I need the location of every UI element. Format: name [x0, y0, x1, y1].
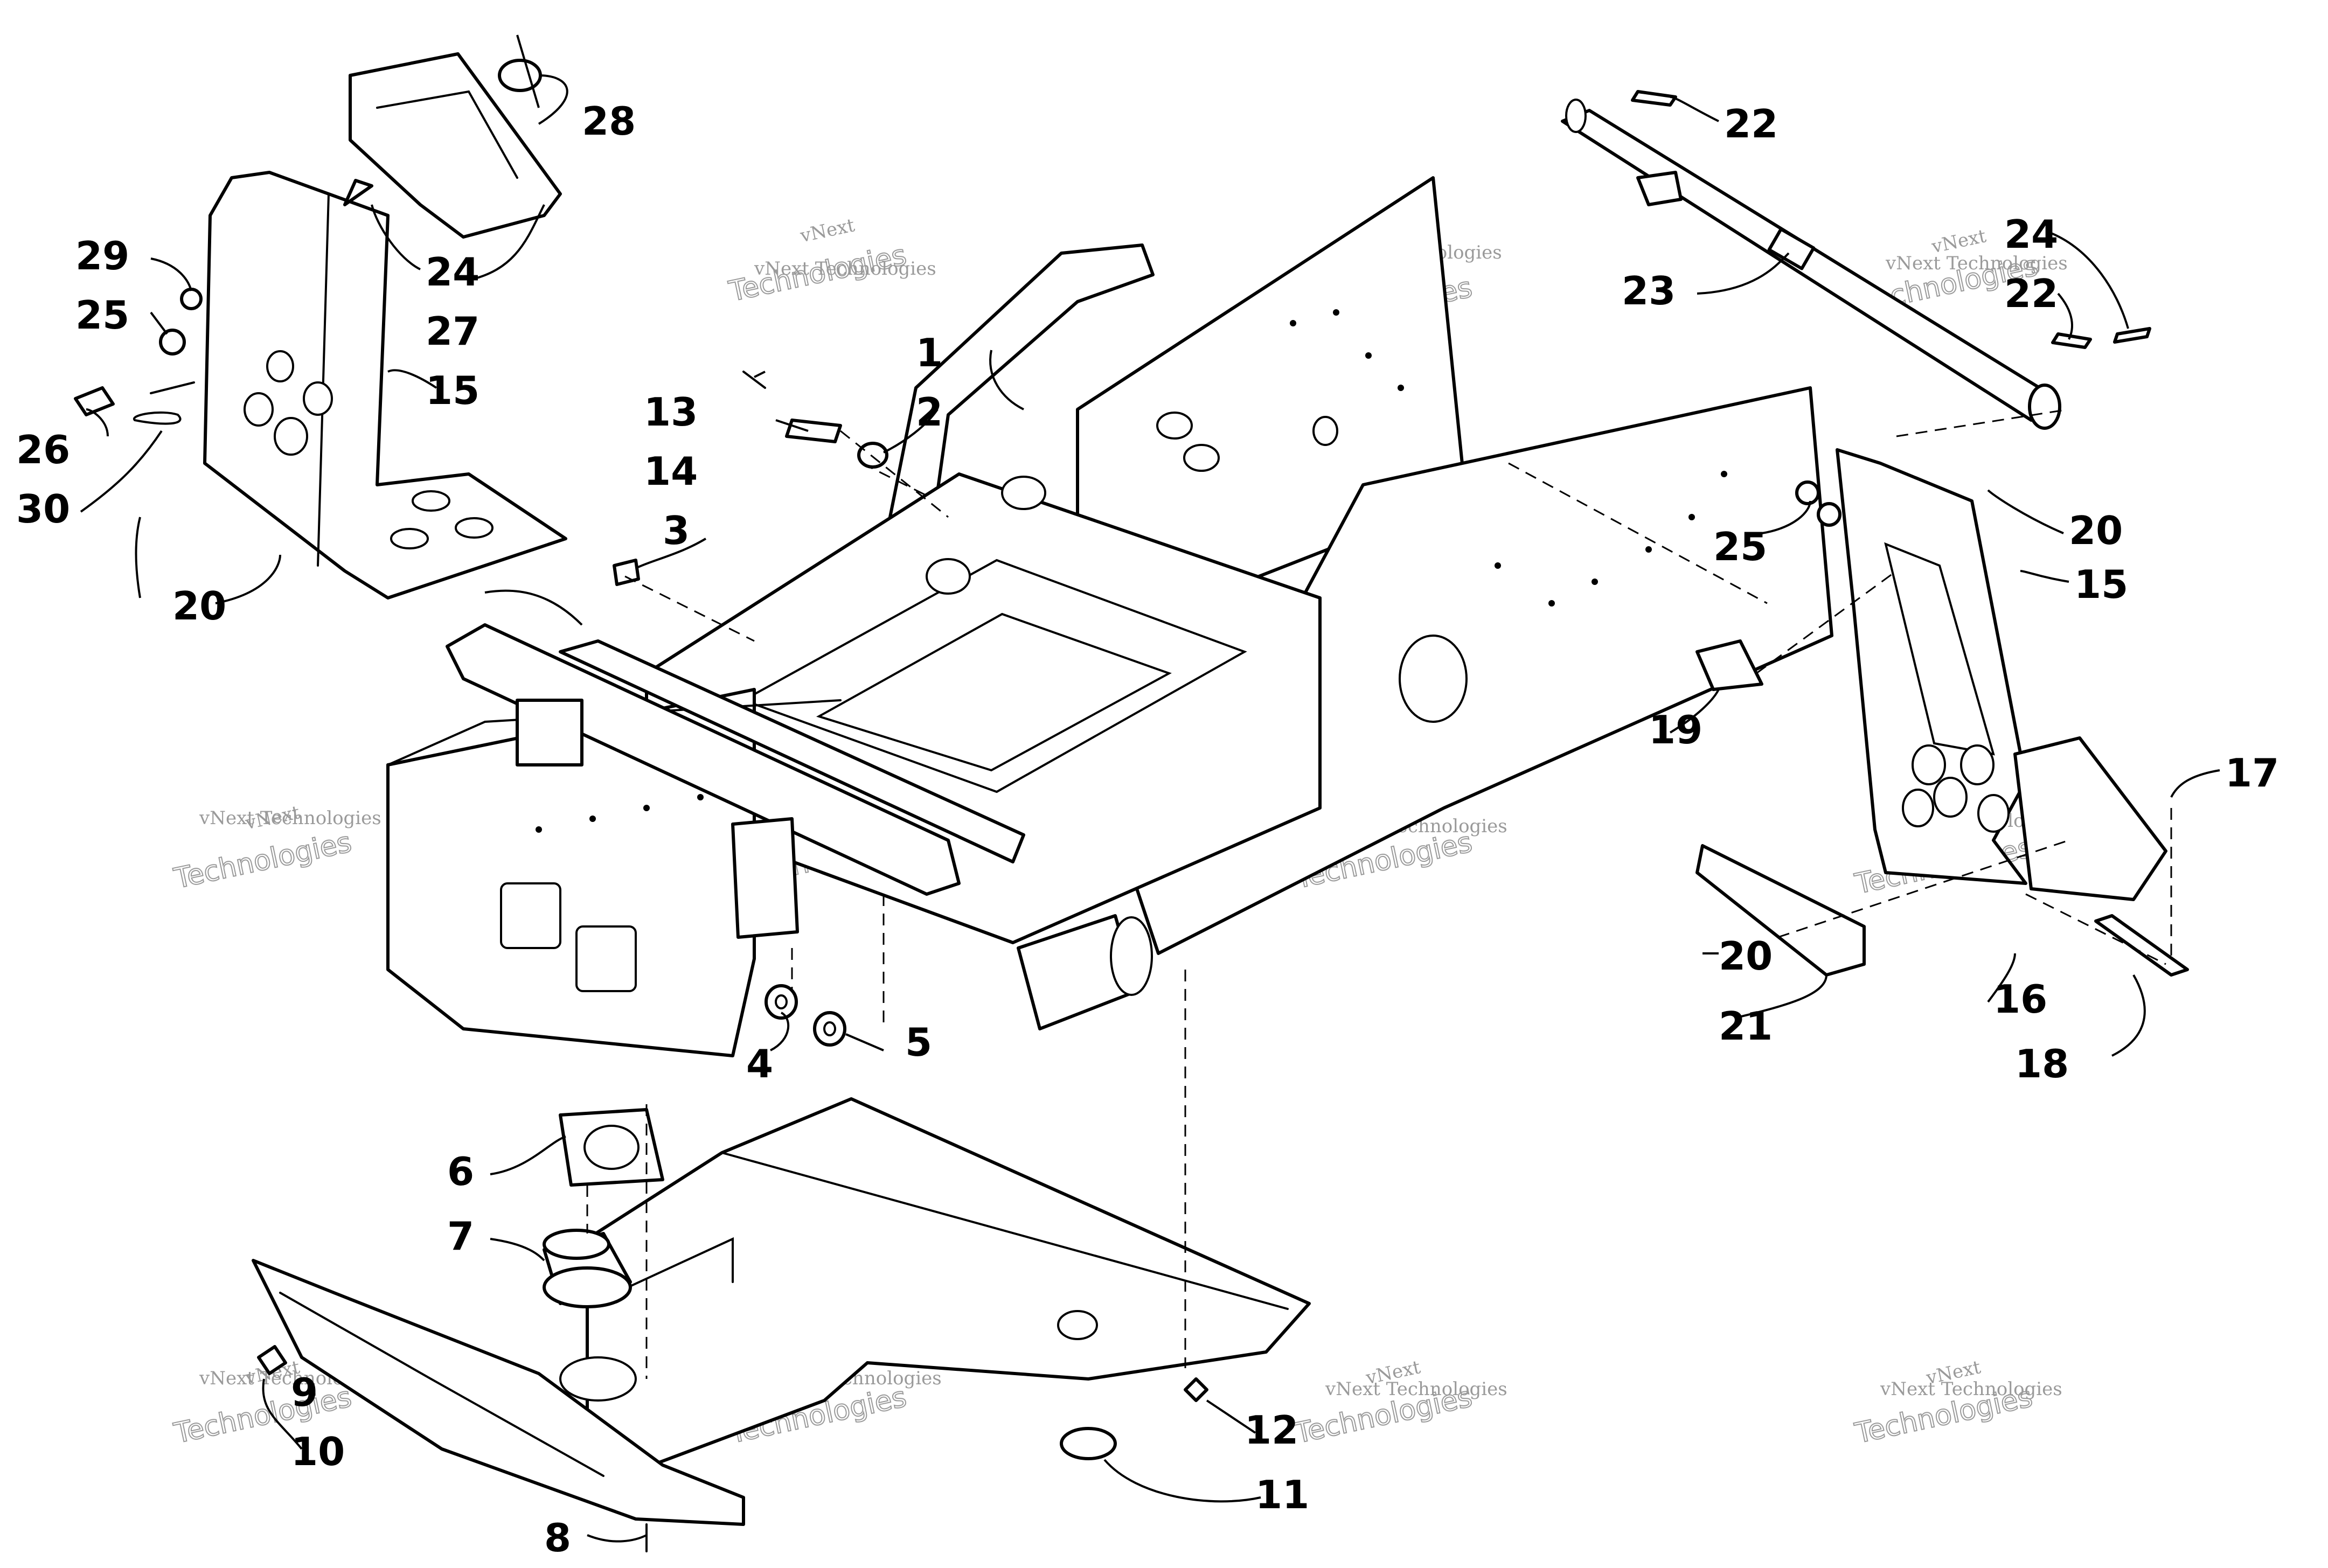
- callout-18: 18: [2015, 1041, 2069, 1086]
- watermark-text: vNext Technologies: [1885, 253, 2068, 274]
- callout-26: 26: [16, 427, 70, 472]
- assembly-lines: [586, 408, 2172, 1379]
- fuel-cap: [498, 59, 542, 92]
- bulkhead-window: [575, 925, 637, 992]
- callout-19: 19: [1649, 707, 1702, 752]
- callout-17: 17: [2225, 750, 2279, 796]
- watermark-text: vNext Technologies: [199, 807, 381, 829]
- callout-30: 30: [16, 486, 70, 532]
- callout-14: 14: [644, 449, 698, 494]
- small-parts: [257, 371, 1208, 1552]
- callout-3: 3: [663, 508, 690, 553]
- callout-12: 12: [1245, 1407, 1298, 1453]
- bulkhead-window: [500, 882, 561, 949]
- callout-4: 4: [746, 1041, 773, 1086]
- callout-1: 1: [916, 330, 943, 375]
- right-footrest: [1695, 448, 2189, 977]
- watermark-text: vNext Technologies: [1880, 1378, 2062, 1400]
- callout-20-right: 20: [2069, 508, 2123, 553]
- callout-28: 28: [582, 99, 636, 144]
- callout-6: 6: [447, 1149, 474, 1194]
- callout-15-right: 15: [2074, 562, 2128, 607]
- callout-22-top: 22: [1724, 101, 1778, 147]
- callouts: 1 2 3 4 5 6 7 8 9 10 11 12 13 14 15 15 1…: [16, 99, 2279, 1560]
- callout-15-left: 15: [426, 368, 480, 413]
- belly-pan: [252, 1097, 1311, 1526]
- callout-20-lower: 20: [1719, 933, 1773, 979]
- callout-21: 21: [1719, 1003, 1773, 1049]
- callout-2: 2: [916, 389, 943, 435]
- callout-22-lower: 22: [2004, 271, 2058, 316]
- watermark-text: vNext Technologies: [754, 258, 936, 280]
- callout-8: 8: [544, 1515, 571, 1560]
- callout-20-left: 20: [172, 583, 226, 629]
- leader-lines: [80, 34, 2220, 1543]
- callout-23: 23: [1622, 268, 1676, 313]
- steering-post: [1561, 90, 2151, 430]
- main-chassis: [386, 176, 1833, 1057]
- callout-24-left: 24: [426, 249, 480, 295]
- callout-24-right: 24: [2004, 212, 2058, 257]
- tube-end: [1110, 916, 1153, 996]
- callout-25-right: 25: [1713, 524, 1767, 569]
- callout-27: 27: [426, 309, 480, 354]
- callout-5: 5: [905, 1020, 932, 1065]
- callout-25-left: 25: [75, 292, 129, 338]
- callout-10: 10: [291, 1429, 345, 1474]
- callout-7: 7: [447, 1214, 474, 1259]
- callout-29: 29: [75, 233, 129, 278]
- svg-text:Technologies: Technologies: [171, 826, 355, 895]
- watermark-text: vNext Technologies: [1325, 1378, 1507, 1400]
- watermark: vNext Technologies: [726, 214, 910, 309]
- callout-9: 9: [291, 1370, 318, 1415]
- callout-16: 16: [1993, 977, 2047, 1022]
- callout-11: 11: [1255, 1472, 1309, 1517]
- svg-text:vNext: vNext: [798, 214, 857, 247]
- callout-13: 13: [644, 389, 698, 435]
- left-footrest: [74, 52, 567, 600]
